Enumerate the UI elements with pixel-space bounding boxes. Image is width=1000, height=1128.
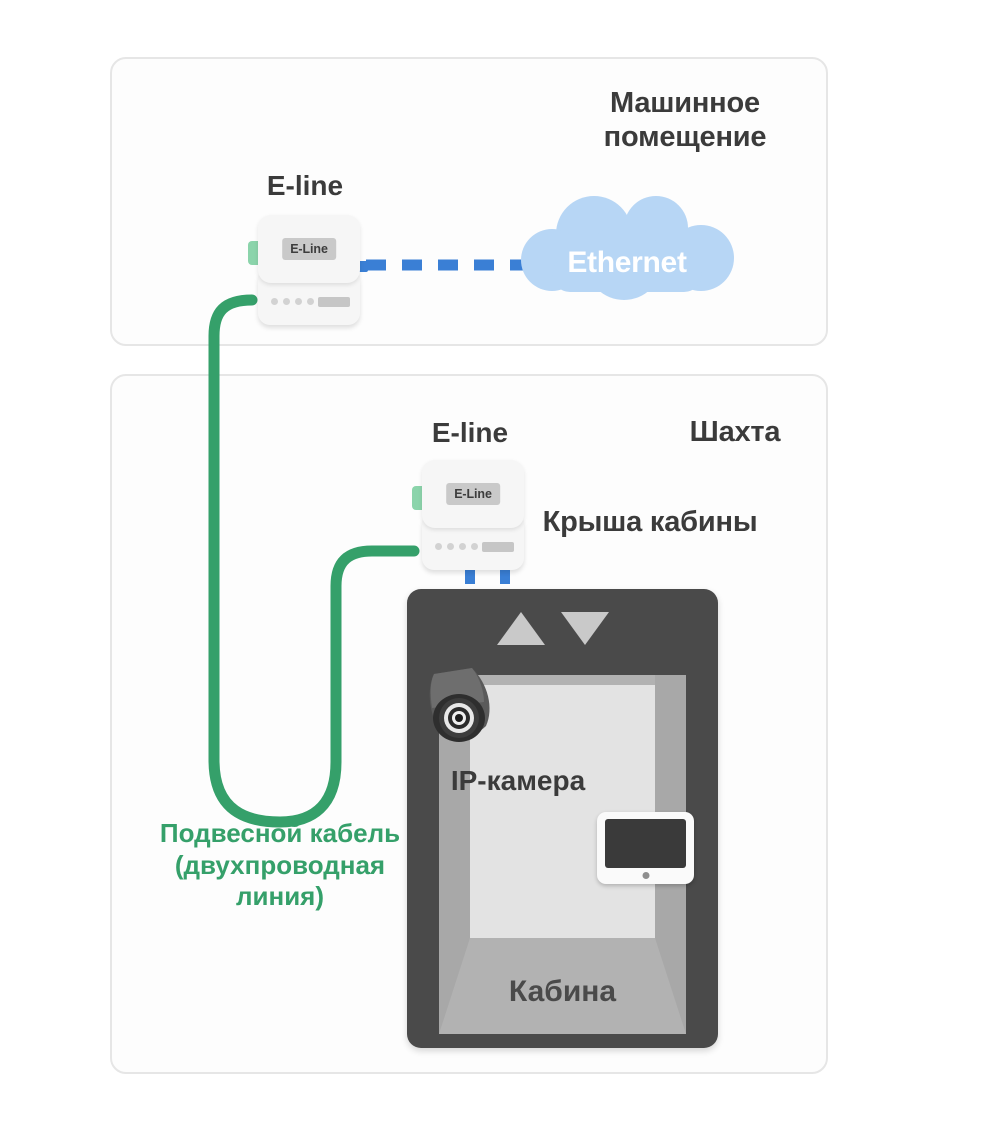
cabin-label: Кабина	[508, 975, 617, 1008]
dome-camera-icon	[429, 668, 490, 742]
cabin-roof-title: Крыша кабины	[542, 506, 758, 538]
eline-led	[471, 543, 478, 550]
eline-device-bottom[interactable]: E-Line	[412, 460, 524, 570]
eline-led	[271, 298, 278, 305]
eline-badge-label: E-Line	[282, 238, 336, 260]
eline-badge-label: E-Line	[446, 483, 500, 505]
eline-led	[447, 543, 454, 550]
arrow-down-icon	[561, 612, 609, 645]
arrow-up-icon	[497, 612, 545, 645]
machine-room-title: Машинное помещение	[603, 87, 767, 154]
monitor-screen	[605, 819, 686, 868]
monitor-home-button	[642, 872, 649, 879]
eline-device-top[interactable]: E-Line	[248, 215, 368, 325]
shaft-title: Шахта	[689, 416, 781, 448]
eline-led-group	[271, 298, 314, 305]
cabin-floor	[439, 938, 686, 1034]
eline-led	[435, 543, 442, 550]
eline-led	[307, 298, 314, 305]
blue-ethernet-tab	[354, 261, 368, 272]
eline-led	[283, 298, 290, 305]
eline-led	[295, 298, 302, 305]
hanging-cable-label: Подвесной кабель (двухпроводная линия)	[159, 818, 401, 912]
tablet-monitor-icon[interactable]	[597, 812, 694, 884]
cloud-icon	[521, 196, 734, 300]
eline-top-title: E-line	[266, 170, 344, 201]
eline-upper-body: E-Line	[258, 215, 360, 283]
eline-led-group	[435, 543, 478, 550]
eline-led	[459, 543, 466, 550]
eline-bottom-title: E-line	[431, 417, 509, 448]
ip-camera-label: IP-камера	[450, 765, 586, 796]
eline-rj45-port	[482, 542, 514, 552]
ethernet-label: Ethernet	[567, 246, 687, 279]
eline-upper-body: E-Line	[422, 460, 524, 528]
eline-rj45-port	[318, 297, 350, 307]
